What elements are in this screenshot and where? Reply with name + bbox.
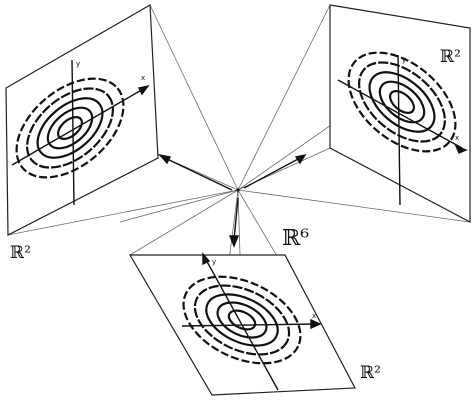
center-point (236, 188, 240, 192)
bottom-x-axis-label: x (312, 312, 316, 320)
plane-left: y x ℝ² (5, 3, 159, 263)
center-arrows (158, 153, 307, 248)
right-level-curves (347, 51, 457, 153)
bottom-y-axis-label: y (212, 258, 216, 266)
label-plane-left: ℝ² (10, 243, 31, 263)
right-axes (337, 54, 468, 206)
plane-bottom: y x ℝ² (128, 252, 381, 396)
left-level-curves (15, 77, 125, 179)
left-y-axis-label: y (76, 60, 80, 68)
bottom-level-curves (182, 275, 302, 365)
label-plane-bottom: ℝ² (360, 363, 381, 383)
right-x-axis-label: x (455, 134, 459, 142)
left-x-axis-label: x (141, 74, 145, 82)
bottom-axes (181, 252, 322, 391)
label-space-high: ℝ⁶ (282, 226, 309, 251)
label-plane-right: ℝ² (440, 47, 461, 67)
plane-right: y x ℝ² (329, 4, 471, 223)
right-y-axis-label: y (402, 56, 406, 64)
